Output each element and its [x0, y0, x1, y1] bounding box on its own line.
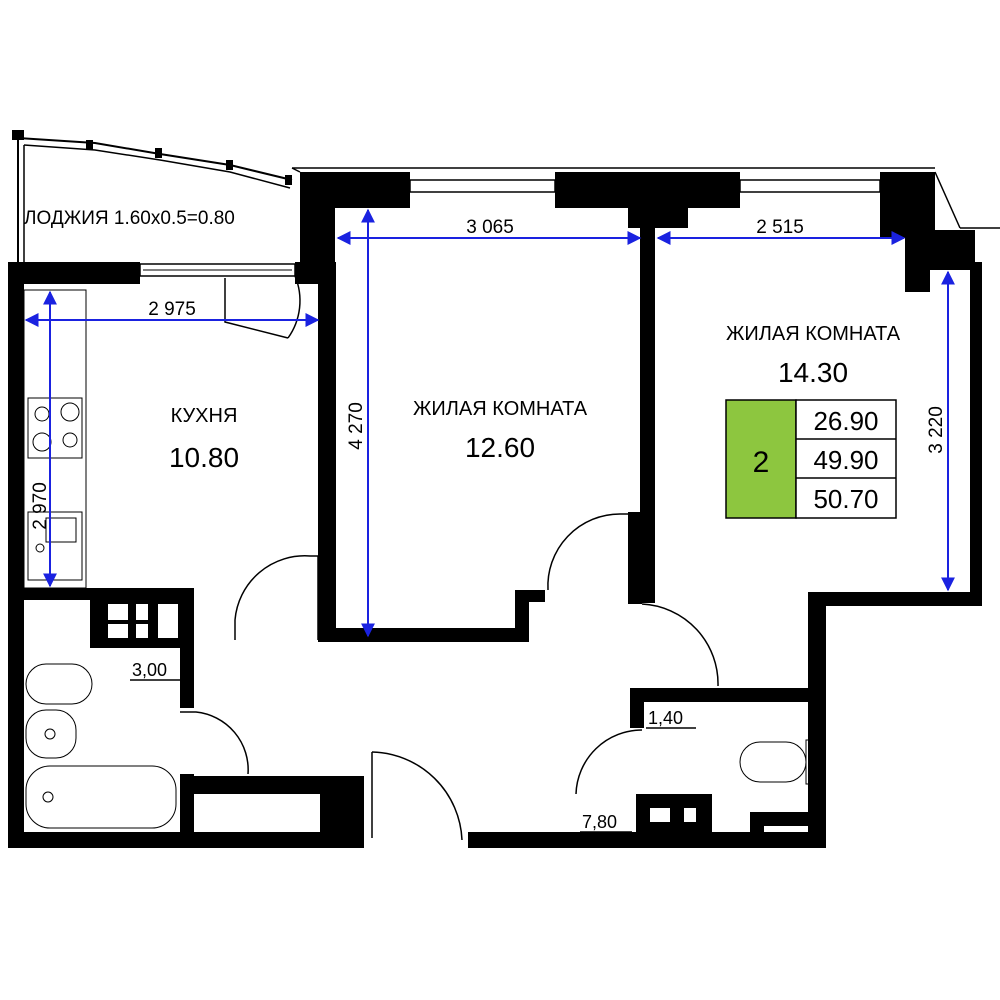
- dim-kitchen-depth: 2 970: [30, 482, 51, 530]
- rooms-count: 2: [753, 446, 770, 479]
- dim-living2-width: 2 515: [756, 217, 804, 238]
- dimension-lines: [24, 208, 955, 638]
- dim-kitchen-width: 2 975: [148, 299, 196, 320]
- living2-area: 14.30: [778, 357, 848, 388]
- living-area-value: 26.90: [813, 406, 878, 436]
- wc-toilet-icon: [739, 741, 807, 783]
- kitchen-name: КУХНЯ: [171, 405, 238, 427]
- kitchen-area: 10.80: [169, 442, 239, 473]
- total-with-loggia-value: 50.70: [813, 484, 878, 514]
- dim-living1-width: 3 065: [466, 217, 514, 238]
- wc-area: 1,40: [648, 708, 683, 728]
- loggia-label: ЛОДЖИЯ 1.60x0.5=0.80: [24, 208, 235, 229]
- rooms-count-badge: [725, 399, 797, 519]
- toilet-icon: [25, 663, 93, 705]
- doors: [180, 275, 719, 841]
- living2-name: ЖИЛАЯ КОМНАТА: [726, 323, 901, 345]
- total-area-value: 49.90: [813, 445, 878, 475]
- living1-area: 12.60: [465, 432, 535, 463]
- area-summary-table: 2 26.90 49.90 50.70: [725, 399, 897, 519]
- bathtub-icon: [25, 765, 177, 829]
- living1-name: ЖИЛАЯ КОМНАТА: [413, 398, 588, 420]
- dim-living2-depth: 3 220: [926, 406, 947, 454]
- bathroom-area: 3,00: [132, 660, 167, 680]
- walls: [8, 167, 1000, 848]
- fixtures: [23, 289, 825, 829]
- dim-living1-depth: 4 270: [346, 402, 367, 450]
- washbasin-icon: [25, 709, 77, 759]
- loggia: [12, 130, 296, 277]
- hall-area: 7,80: [582, 812, 617, 832]
- kitchen-counter: [23, 289, 87, 589]
